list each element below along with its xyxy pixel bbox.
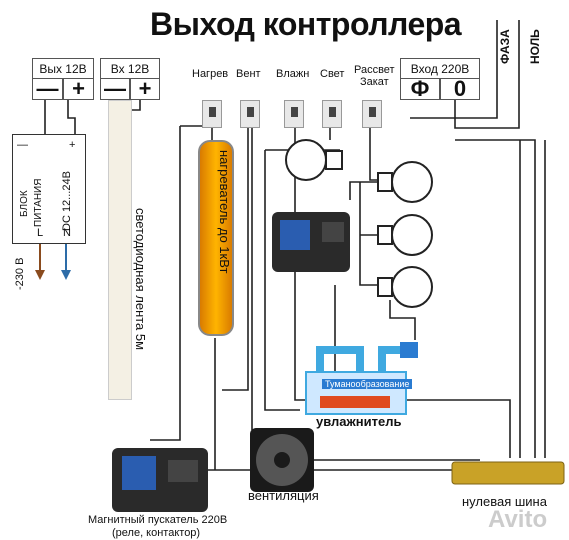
heater-label: нагреватель до 1кВт <box>217 150 232 274</box>
in220-header: Вход 220В <box>400 58 480 78</box>
humidifier-label: увлажнитель <box>316 414 402 429</box>
channel-fan: Вент <box>236 68 261 80</box>
phase-label: ФАЗА <box>498 29 512 64</box>
out12-header: Вых 12В <box>32 58 94 78</box>
psu-line1: БЛОК <box>19 190 30 217</box>
in12-header: Вх 12В <box>100 58 160 78</box>
contactor-label: Магнитный пускатель 220В <box>88 514 228 526</box>
psu-term-plus: + <box>69 139 76 151</box>
out12-minus: — <box>32 76 63 101</box>
psu-term-n: N <box>63 227 71 239</box>
fan-label: вентиляция <box>248 488 319 503</box>
breaker-light <box>322 100 342 128</box>
diagram-title: Выход контроллера <box>150 6 462 42</box>
psu-rating: DC 12...24В <box>61 171 73 231</box>
breaker-humidity <box>284 100 304 128</box>
contactor-sub: (реле, контактор) <box>112 527 201 539</box>
out12-plus: + <box>63 76 94 101</box>
psu-mains-label: -230 В <box>14 257 26 290</box>
in220-phase: Ф <box>400 76 440 101</box>
bulb-icon <box>285 139 343 181</box>
breaker-heat <box>202 100 222 128</box>
power-supply: — + БЛОК ПИТАНИЯ DC 12...24В L N <box>12 134 86 244</box>
bulb-icon <box>377 214 433 256</box>
in220-zero: 0 <box>440 76 480 101</box>
psu-term-l: L <box>37 227 44 239</box>
channel-dawn: Рассвет Закат <box>354 64 395 88</box>
humidifier-icon <box>305 342 418 415</box>
contactor-bottom-icon <box>112 448 208 512</box>
led-strip <box>108 100 132 400</box>
led-strip-label: светодиодная лента 5м <box>133 208 148 351</box>
fog-label: Туманообразование <box>322 379 413 389</box>
bulb-icon <box>377 266 433 308</box>
channel-light: Свет <box>320 68 345 80</box>
neutral-label: НОЛЬ <box>528 29 542 64</box>
bus-label: нулевая шина <box>462 494 547 509</box>
in12-plus: + <box>130 76 160 101</box>
heater <box>198 140 234 336</box>
in12-minus: — <box>100 76 130 101</box>
channel-heat: Нагрев <box>192 68 229 80</box>
breaker-dawn <box>362 100 382 128</box>
fan-icon <box>250 428 314 492</box>
watermark: Avito <box>488 506 548 533</box>
channel-humidity: Влажн <box>276 68 310 80</box>
breaker-fan <box>240 100 260 128</box>
phase-wire <box>410 20 498 119</box>
psu-term-minus: — <box>17 139 28 151</box>
neutral-bus-icon <box>451 461 565 485</box>
bulb-icon <box>377 161 433 203</box>
contactor-top-icon <box>272 212 350 272</box>
psu-line2: ПИТАНИЯ <box>33 178 44 227</box>
